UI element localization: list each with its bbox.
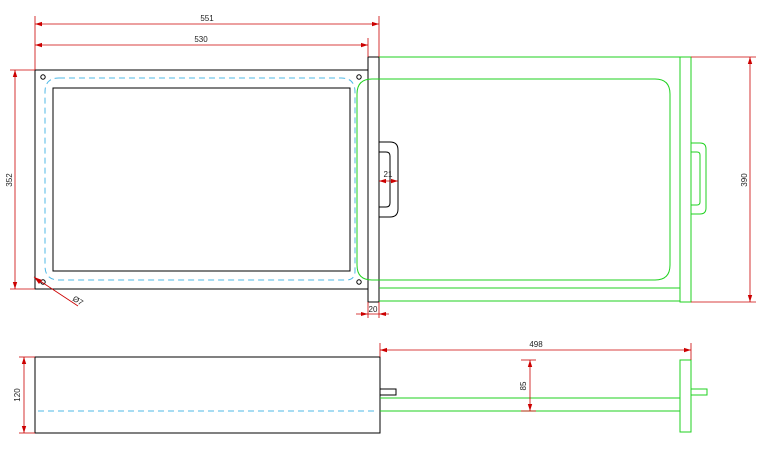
dimension-text-390: 390 bbox=[740, 173, 749, 187]
dimension-drawer-height: 390 bbox=[691, 56, 756, 303]
dimension-text-551: 551 bbox=[200, 14, 214, 23]
dimension-rail-height: 85 bbox=[519, 359, 536, 412]
dimension-text-498: 498 bbox=[529, 340, 543, 349]
dimension-frame-width: 530 bbox=[35, 35, 369, 57]
dimension-handle-depth: 21 bbox=[379, 170, 398, 184]
dimension-text-85: 85 bbox=[519, 381, 528, 390]
dimension-front-height: 352 bbox=[5, 69, 35, 290]
dimension-panel-thickness: 20 bbox=[356, 302, 389, 318]
drawer-handle bbox=[379, 141, 399, 218]
side-view-drawer bbox=[380, 359, 708, 433]
front-view-frame bbox=[34, 69, 369, 290]
dimension-drawer-extension: 498 bbox=[379, 340, 692, 360]
drawer-extended bbox=[356, 56, 707, 303]
dimension-hole-diameter: Ø7 bbox=[33, 276, 85, 308]
dimension-text-120: 120 bbox=[13, 388, 22, 402]
dimension-side-height: 120 bbox=[13, 356, 35, 434]
dimension-text-hole: Ø7 bbox=[71, 294, 85, 308]
front-panel bbox=[367, 56, 380, 303]
dimension-text-20: 20 bbox=[369, 305, 378, 314]
side-view bbox=[34, 356, 397, 434]
dimension-text-21: 21 bbox=[384, 170, 393, 179]
dimension-text-530: 530 bbox=[194, 35, 208, 44]
dimension-text-352: 352 bbox=[5, 173, 14, 187]
